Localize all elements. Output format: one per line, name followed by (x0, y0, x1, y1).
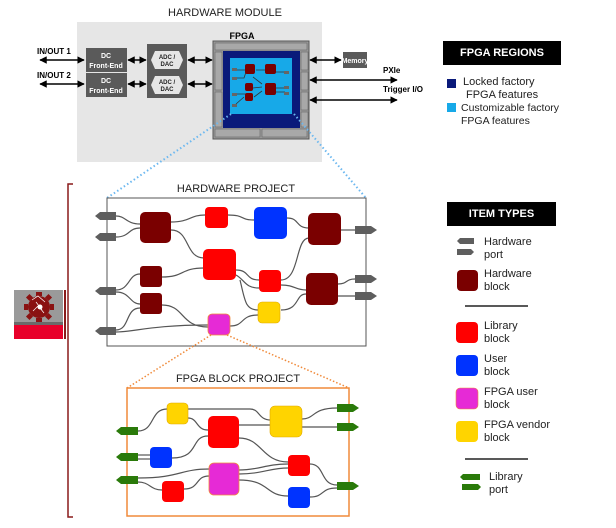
svg-text:DAC: DAC (161, 87, 175, 93)
zoom-connector-left (106, 113, 232, 199)
fpga-regions-header: FPGA REGIONS (443, 41, 561, 65)
hardware-port-in (95, 212, 116, 220)
legend-library-port-label: Library port (489, 471, 523, 496)
legend-fpga-vendor-block-icon (456, 421, 478, 442)
hardware-block (308, 213, 341, 245)
fpga-vendor-block (269, 405, 303, 438)
svg-text:Front-End: Front-End (89, 88, 122, 95)
legend-locked-swatch (447, 79, 456, 88)
legend-hardware-port-icon (457, 249, 474, 255)
library-block (205, 207, 228, 228)
legend-customizable-swatch (447, 103, 456, 112)
fpga-zoom-connector-right (226, 334, 350, 389)
fpga-user-block (208, 462, 240, 496)
hardware-port-in (95, 287, 116, 295)
legend-library-block-label: Library block (484, 320, 518, 345)
fpga-chip (212, 40, 310, 140)
io1-label: IN/OUT 1 (37, 47, 71, 56)
pxie-label: PXIe (383, 66, 401, 75)
hardware-port-out (355, 226, 377, 234)
dc-front-end-1: DC Front-End (86, 48, 127, 72)
legend-hardware-block-icon (457, 270, 478, 291)
legend-customizable-label: Customizable factory FPGA features (461, 102, 560, 127)
library-port-in (116, 476, 138, 484)
dc-front-end-2: DC Front-End (86, 73, 127, 97)
io2-label: IN/OUT 2 (37, 71, 71, 80)
item-types-header: ITEM TYPES (447, 202, 556, 226)
fpga-zoom-connector-left (126, 334, 212, 389)
bracket-tab (64, 290, 66, 339)
user-block (254, 207, 287, 239)
hardware-block (140, 266, 162, 287)
library-block (259, 270, 281, 292)
user-block (288, 487, 310, 508)
legend-hardware-block-label: Hardware block (484, 268, 532, 293)
customizable-region (230, 58, 292, 114)
memory-block: Memory (342, 52, 369, 68)
svg-text:DC: DC (101, 53, 111, 60)
zoom-connector-right (293, 113, 367, 199)
svg-text:DC: DC (101, 78, 111, 85)
hardware-port-in (95, 233, 116, 241)
legend-user-block-icon (456, 355, 478, 376)
fpga-block-project-wires (137, 407, 338, 498)
hardware-project-title: HARDWARE PROJECT (177, 183, 295, 195)
hardware-port-in (95, 327, 116, 335)
fpga-block-project-blocks (150, 402, 310, 508)
library-block (208, 416, 239, 448)
hardware-project-wires (115, 214, 356, 333)
hardware-block (140, 293, 162, 314)
svg-text:ADC /: ADC / (159, 80, 176, 86)
fpga-label: FPGA (229, 31, 255, 41)
legend-user-block-label: User block (484, 353, 510, 378)
legend-fpga-user-block-label: FPGA user block (484, 386, 538, 411)
hardware-module-title: HARDWARE MODULE (168, 7, 282, 19)
library-port-out (337, 404, 359, 412)
fpga-block-project-title: FPGA BLOCK PROJECT (176, 373, 300, 385)
fpga-vendor-block (166, 402, 189, 425)
hardware-block (140, 212, 171, 243)
fpga-gear-icon (14, 290, 63, 339)
legend-library-port-icon (460, 474, 480, 480)
svg-text:Memory: Memory (342, 58, 369, 65)
svg-text:DAC: DAC (161, 62, 175, 68)
legend-fpga-vendor-block-label: FPGA vendor block (484, 419, 551, 444)
hardware-port-out (355, 275, 377, 283)
legend-library-block-icon (456, 322, 478, 343)
library-port-out (337, 423, 359, 431)
trigger-label: Trigger I/O (383, 85, 423, 94)
library-ports (116, 404, 359, 490)
legend-library-port-icon (462, 484, 481, 490)
library-block (162, 481, 184, 502)
item-types-icons (455, 238, 528, 490)
scope-bracket (67, 183, 73, 518)
library-port-out (337, 482, 359, 490)
fpga-user-block (207, 313, 231, 336)
hardware-ports (95, 212, 377, 335)
user-block (150, 447, 172, 468)
library-block (203, 249, 236, 280)
svg-text:ADC /: ADC / (159, 55, 176, 61)
fpga-vendor-block (257, 301, 281, 324)
hardware-port-out (355, 292, 377, 300)
adc-dac-block: ADC / DAC ADC / DAC (147, 44, 187, 98)
legend-hardware-port-icon (457, 238, 474, 244)
hardware-project-blocks (140, 207, 341, 336)
library-block (288, 455, 310, 476)
library-port-in (116, 453, 138, 461)
legend-fpga-user-block-icon (455, 387, 479, 410)
svg-text:Front-End: Front-End (89, 63, 122, 70)
legend-locked-label: Locked factory FPGA features (463, 76, 539, 101)
library-port-in (116, 427, 138, 435)
hardware-block (306, 273, 338, 305)
legend-hardware-port-label: Hardware port (484, 236, 532, 261)
